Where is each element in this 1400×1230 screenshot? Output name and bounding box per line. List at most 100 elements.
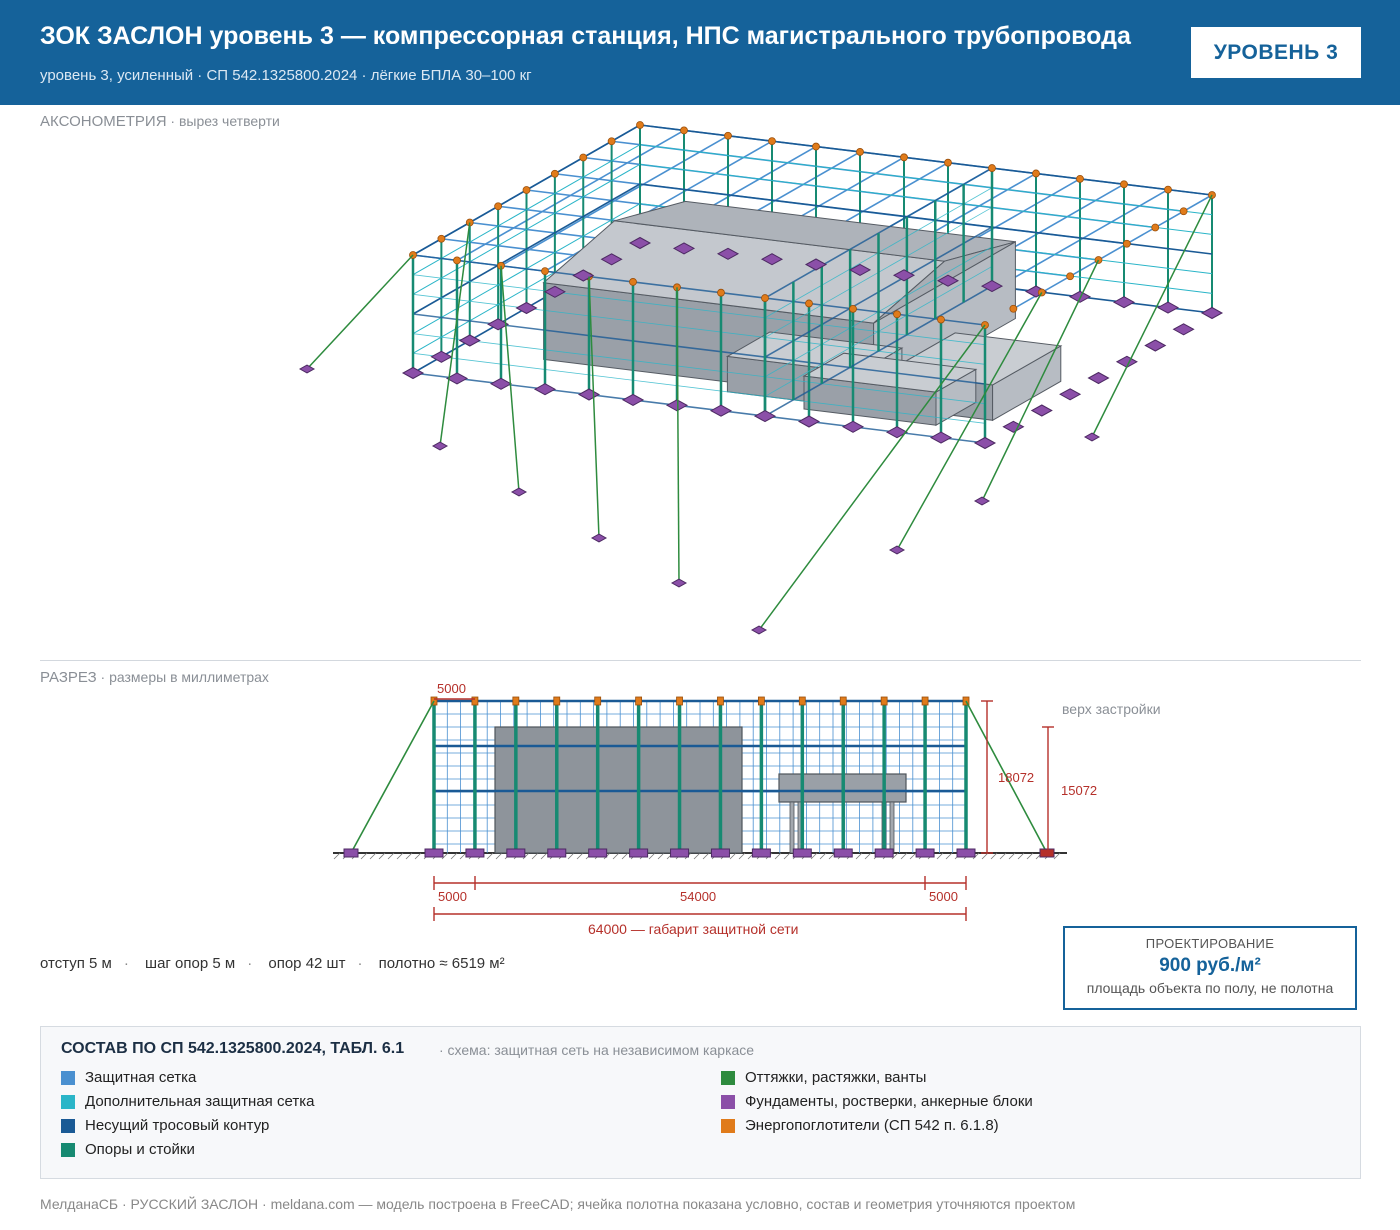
foundation-block bbox=[892, 269, 916, 282]
section-foundation bbox=[710, 848, 730, 858]
ground-hatch bbox=[945, 852, 953, 860]
stat-supports: опор 42 шт bbox=[268, 955, 346, 972]
section-title: РАЗРЕЗ bbox=[40, 669, 97, 686]
ground-hatch bbox=[864, 852, 872, 860]
energy-absorber bbox=[805, 299, 813, 308]
section-note: · размеры в миллиметрах bbox=[100, 669, 269, 685]
foundation-block bbox=[401, 366, 425, 380]
foundation-block bbox=[973, 496, 991, 506]
dim-right: 5000 bbox=[929, 889, 958, 904]
dim-height-total: 18072 bbox=[998, 770, 1034, 785]
ground-hatch bbox=[576, 852, 584, 860]
wall-mesh-line bbox=[639, 124, 1213, 196]
energy-absorber bbox=[717, 288, 725, 297]
foundation-block bbox=[672, 242, 696, 255]
guy-wire bbox=[588, 276, 600, 539]
ground-hatch bbox=[387, 852, 395, 860]
foundation-block bbox=[1087, 371, 1110, 385]
wall-mesh-line bbox=[412, 254, 986, 326]
foundation-block bbox=[577, 388, 601, 401]
legend-swatch bbox=[721, 1070, 735, 1085]
ground-hatch bbox=[648, 852, 656, 860]
guy-wire bbox=[981, 259, 1100, 502]
section-divider bbox=[40, 660, 1361, 661]
section-absorber bbox=[839, 696, 847, 706]
foundation-block bbox=[458, 334, 481, 347]
foundation-block bbox=[848, 263, 872, 276]
energy-absorber bbox=[1009, 304, 1018, 313]
foundation-block bbox=[445, 372, 469, 385]
section-geometry bbox=[333, 696, 1067, 921]
energy-absorber bbox=[494, 202, 503, 211]
section-absorber bbox=[757, 696, 765, 706]
energy-absorber bbox=[1164, 185, 1172, 194]
legend-item-guys: Оттяжки, растяжки, ванты bbox=[721, 1069, 926, 1086]
guy-wire bbox=[500, 265, 520, 493]
energy-absorber bbox=[550, 169, 559, 178]
foundation-block bbox=[936, 274, 960, 287]
price-label: ПРОЕКТИРОВАНИЕ bbox=[1145, 936, 1275, 951]
foundation-block bbox=[431, 441, 449, 451]
guy-wire bbox=[896, 292, 1043, 551]
legend-item-label: Энергопоглотители (СП 542 п. 6.1.8) bbox=[745, 1117, 999, 1134]
energy-absorber bbox=[893, 310, 901, 319]
foundation-block bbox=[515, 301, 538, 315]
ground-hatch bbox=[657, 852, 665, 860]
legend-swatch bbox=[61, 1118, 75, 1133]
energy-absorber bbox=[768, 137, 776, 146]
energy-absorber bbox=[1120, 180, 1128, 189]
ground-hatch bbox=[621, 852, 629, 860]
ground-hatch bbox=[414, 852, 422, 860]
dim-middle: 54000 bbox=[680, 889, 716, 904]
ground-hatch bbox=[567, 852, 575, 860]
ground-hatch bbox=[810, 852, 818, 860]
top-of-building-note: верх застройки bbox=[1062, 701, 1161, 717]
legend-item-extra-mesh: Дополнительная защитная сетка bbox=[61, 1093, 314, 1110]
section-anchor bbox=[343, 848, 359, 858]
legend-item-label: Защитная сетка bbox=[85, 1069, 197, 1086]
pipe-rack-leg bbox=[889, 801, 895, 854]
ground-hatch bbox=[531, 852, 539, 860]
foundation-block bbox=[1144, 339, 1167, 352]
ground-hatch bbox=[396, 852, 404, 860]
ground-hatch bbox=[378, 852, 386, 860]
foundation-block bbox=[750, 625, 768, 635]
legend-item-label: Оттяжки, растяжки, ванты bbox=[745, 1069, 927, 1086]
legend-item-mesh: Защитная сетка bbox=[61, 1069, 196, 1086]
foundation-block bbox=[973, 436, 997, 450]
foundation-block bbox=[1112, 296, 1136, 309]
section-absorber bbox=[553, 696, 561, 706]
section-absorber bbox=[635, 696, 643, 706]
foundation-block bbox=[885, 426, 909, 439]
ground-hatch bbox=[819, 852, 827, 860]
energy-absorber bbox=[607, 137, 616, 146]
ground-hatch bbox=[369, 852, 377, 860]
ground-hatch bbox=[1053, 852, 1061, 860]
pipe-rack-leg bbox=[789, 801, 795, 854]
energy-absorber bbox=[812, 142, 820, 151]
ground-hatch bbox=[783, 852, 791, 860]
ground-hatch bbox=[333, 852, 341, 860]
ground-hatch bbox=[441, 852, 449, 860]
foundation-block bbox=[533, 383, 557, 396]
legend-item-label: Несущий тросовый контур bbox=[85, 1117, 270, 1134]
section-foundation bbox=[915, 848, 935, 858]
foundation-block bbox=[1156, 301, 1180, 314]
axonometry-title: АКСОНОМЕТРИЯ bbox=[40, 113, 167, 130]
legend-subtitle: · схема: защитная сеть на независимом ка… bbox=[439, 1042, 755, 1058]
foundation-block bbox=[797, 415, 821, 428]
dim-overall: 64000 — габарит защитной сети bbox=[588, 921, 798, 937]
section-absorber bbox=[880, 696, 888, 706]
section-foundation bbox=[874, 848, 894, 858]
axonometry-front-layer bbox=[298, 121, 1224, 635]
legend-swatch bbox=[61, 1070, 75, 1085]
ground-hatch bbox=[729, 852, 737, 860]
stat-canvas: полотно ≈ 6519 м² bbox=[378, 955, 505, 972]
foundation-block bbox=[888, 545, 906, 555]
ground-hatch bbox=[972, 852, 980, 860]
energy-absorber bbox=[724, 131, 732, 140]
guy-wire bbox=[306, 254, 414, 370]
section-label: РАЗРЕЗ · размеры в миллиметрах bbox=[40, 669, 269, 686]
legend-item-foundations: Фундаменты, ростверки, анкерные блоки bbox=[721, 1093, 1033, 1110]
section-foundation bbox=[833, 848, 853, 858]
